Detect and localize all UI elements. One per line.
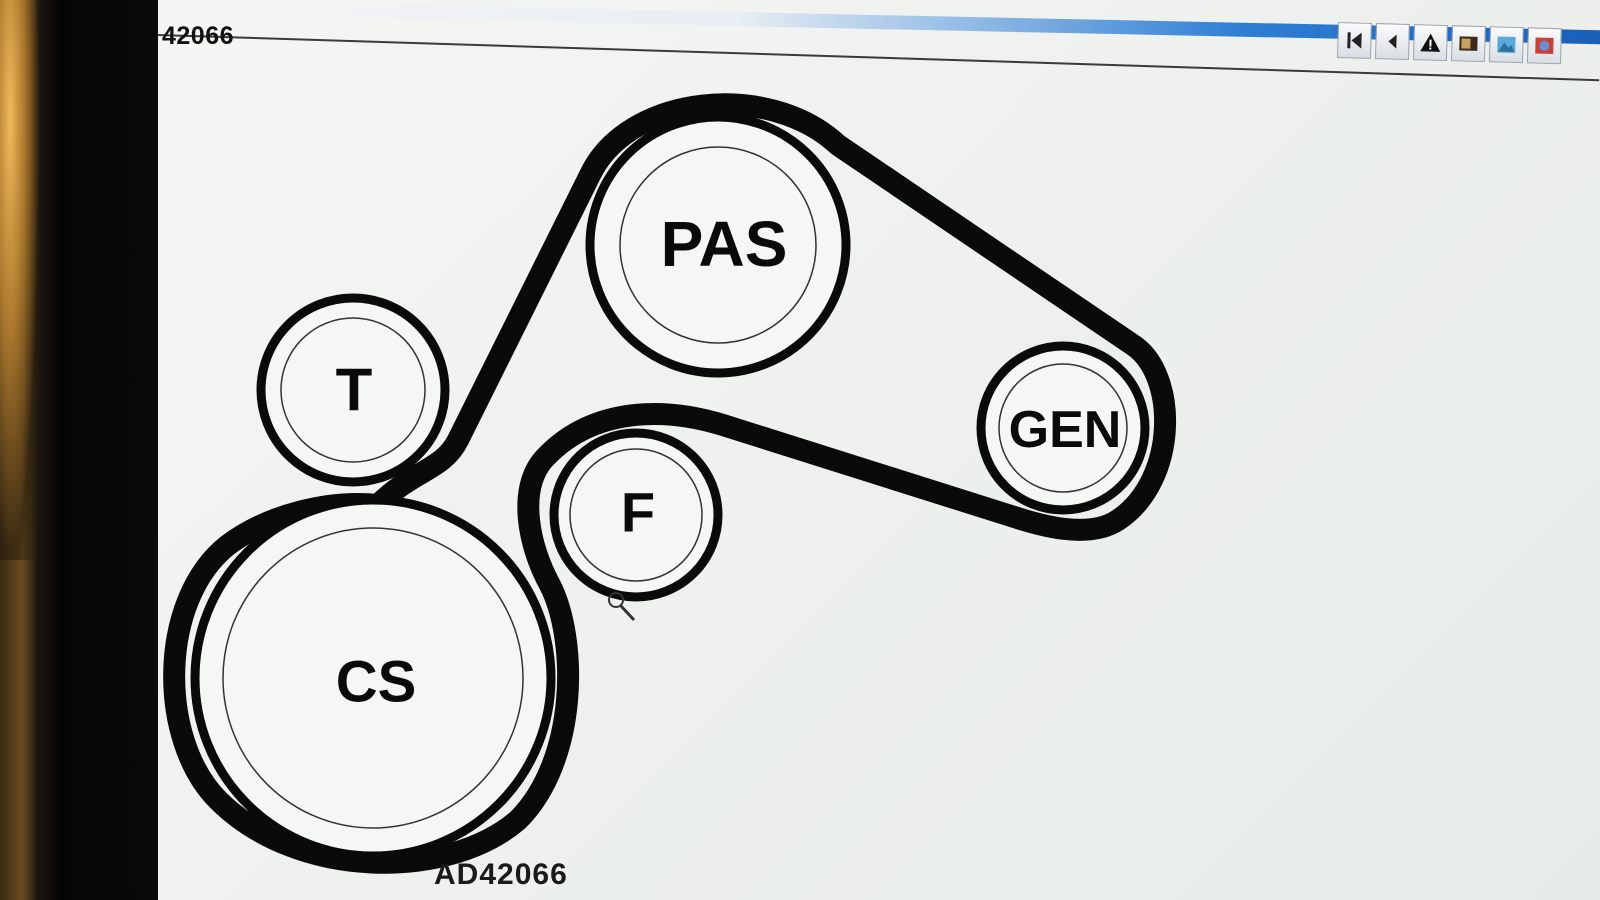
belt-routing-diagram: PAS T GEN F CS	[163, 93, 1176, 874]
viewer-toolbar	[1336, 22, 1562, 68]
first-page-button[interactable]	[1336, 22, 1372, 59]
previous-page-icon	[1388, 34, 1397, 49]
pulley-label-t: T	[336, 357, 373, 424]
room-background	[0, 0, 40, 560]
document-number: 42066	[162, 22, 235, 50]
drive-belt	[163, 93, 1176, 874]
document-icon	[1459, 36, 1478, 51]
pulley-label-cs: CS	[336, 650, 417, 715]
warning-icon	[1420, 33, 1441, 52]
close-button[interactable]	[1526, 27, 1562, 65]
diagram-caption: AD42066	[434, 858, 568, 891]
warning-button[interactable]	[1412, 24, 1448, 62]
pulley-label-f: F	[621, 481, 655, 544]
pulley-f: F	[549, 428, 723, 602]
pulley-label-pas: PAS	[661, 208, 788, 280]
zoom-cursor-icon	[608, 592, 636, 622]
pulley-pas: PAS	[585, 112, 851, 378]
document-button[interactable]	[1450, 25, 1486, 63]
first-page-icon	[1347, 32, 1362, 49]
previous-page-button[interactable]	[1374, 23, 1410, 60]
pulley-gen: GEN	[976, 341, 1150, 515]
pulley-t: T	[256, 293, 450, 487]
pulley-label-gen: GEN	[1009, 401, 1122, 459]
image-button[interactable]	[1488, 26, 1524, 64]
close-icon	[1535, 37, 1554, 55]
viewer-screen: 42066	[158, 0, 1600, 900]
image-icon	[1497, 36, 1516, 53]
pulley-cs: CS	[190, 495, 556, 861]
